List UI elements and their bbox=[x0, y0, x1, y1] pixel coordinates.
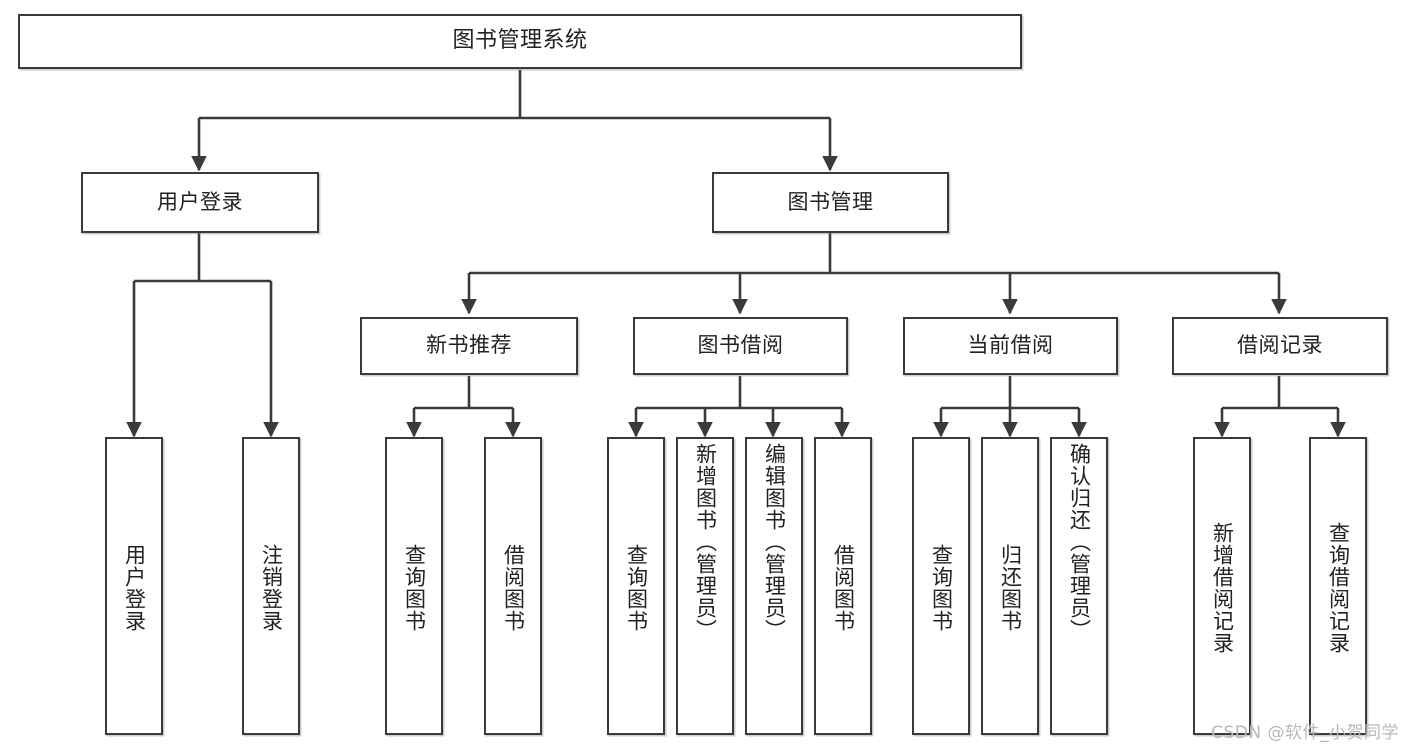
node-new-book-recommend-label: 新书推荐 bbox=[426, 333, 512, 358]
node-leaf-logout[interactable]: 注销登录 bbox=[242, 437, 300, 735]
node-leaf-newbook-query-book-label: 查询图书 bbox=[402, 544, 427, 632]
node-leaf-user-login-label: 用户登录 bbox=[122, 544, 147, 632]
node-book-management-label: 图书管理 bbox=[787, 189, 874, 214]
node-root-label: 图书管理系统 bbox=[452, 28, 588, 54]
node-leaf-borrow-add-book-label: 新增图书（管理员） bbox=[693, 443, 718, 641]
node-user-login[interactable]: 用户登录 bbox=[81, 172, 319, 233]
node-leaf-newbook-borrow-book[interactable]: 借阅图书 bbox=[484, 437, 542, 735]
node-new-book-recommend[interactable]: 新书推荐 bbox=[360, 317, 578, 375]
node-leaf-current-return-book[interactable]: 归还图书 bbox=[981, 437, 1039, 735]
node-leaf-record-query[interactable]: 查询借阅记录 bbox=[1309, 437, 1367, 735]
node-leaf-borrow-edit-book-label: 编辑图书（管理员） bbox=[762, 443, 787, 641]
node-leaf-newbook-borrow-book-label: 借阅图书 bbox=[501, 544, 526, 632]
node-user-login-label: 用户登录 bbox=[157, 189, 243, 214]
node-leaf-current-confirm-return[interactable]: 确认归还（管理员） bbox=[1050, 437, 1108, 735]
node-leaf-logout-label: 注销登录 bbox=[259, 544, 284, 632]
node-leaf-borrow-edit-book[interactable]: 编辑图书（管理员） bbox=[745, 437, 803, 735]
node-leaf-borrow-add-book[interactable]: 新增图书（管理员） bbox=[676, 437, 734, 735]
node-book-management[interactable]: 图书管理 bbox=[712, 172, 949, 233]
node-current-borrow[interactable]: 当前借阅 bbox=[903, 317, 1118, 375]
node-borrow-record-label: 借阅记录 bbox=[1237, 333, 1323, 358]
node-book-borrow-label: 图书借阅 bbox=[697, 333, 784, 358]
node-leaf-record-add-label: 新增借阅记录 bbox=[1210, 522, 1235, 654]
node-leaf-borrow-borrow-book-label: 借阅图书 bbox=[831, 544, 856, 632]
node-leaf-current-query-book-label: 查询图书 bbox=[929, 544, 954, 632]
node-leaf-record-add[interactable]: 新增借阅记录 bbox=[1193, 437, 1251, 735]
node-leaf-current-return-book-label: 归还图书 bbox=[998, 544, 1023, 632]
node-current-borrow-label: 当前借阅 bbox=[967, 333, 1054, 358]
node-leaf-newbook-query-book[interactable]: 查询图书 bbox=[385, 437, 443, 735]
node-leaf-current-confirm-return-label: 确认归还（管理员） bbox=[1067, 443, 1092, 641]
node-leaf-record-query-label: 查询借阅记录 bbox=[1326, 522, 1351, 654]
node-leaf-borrow-borrow-book[interactable]: 借阅图书 bbox=[814, 437, 872, 735]
node-leaf-borrow-query-book-label: 查询图书 bbox=[624, 544, 649, 632]
node-leaf-user-login[interactable]: 用户登录 bbox=[105, 437, 163, 735]
node-leaf-borrow-query-book[interactable]: 查询图书 bbox=[607, 437, 665, 735]
node-borrow-record[interactable]: 借阅记录 bbox=[1172, 317, 1388, 375]
node-book-borrow[interactable]: 图书借阅 bbox=[633, 317, 848, 375]
node-root[interactable]: 图书管理系统 bbox=[18, 14, 1022, 69]
node-leaf-current-query-book[interactable]: 查询图书 bbox=[912, 437, 970, 735]
